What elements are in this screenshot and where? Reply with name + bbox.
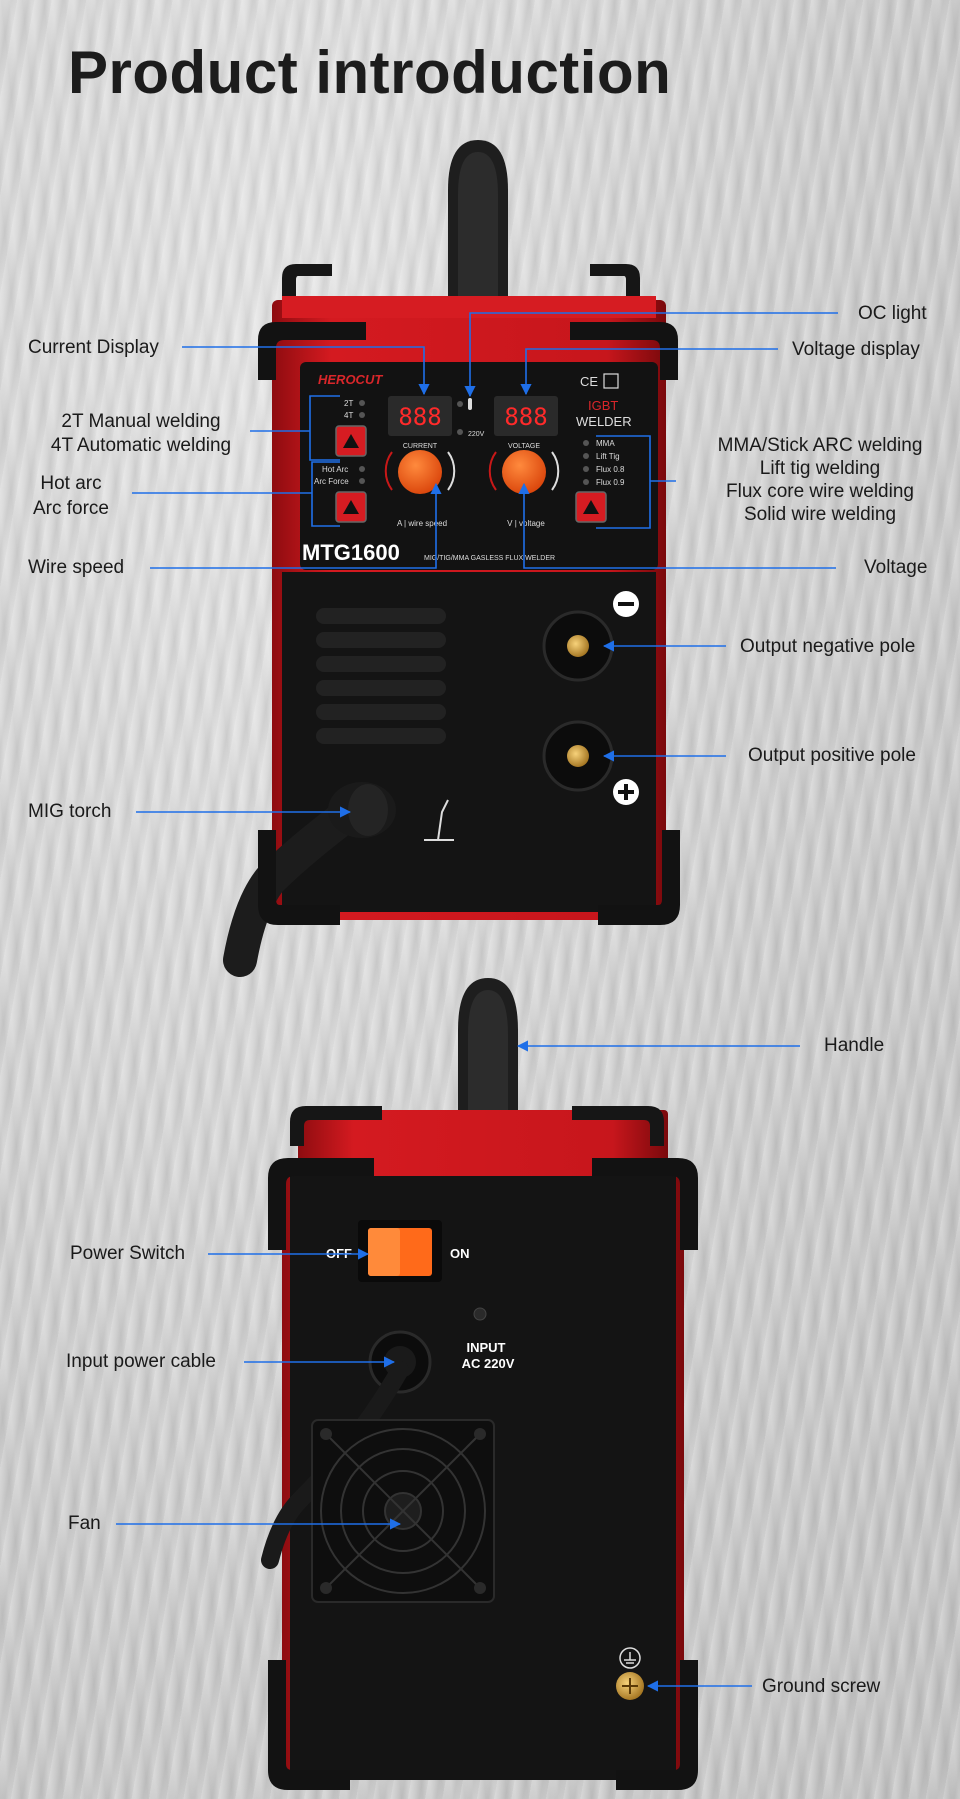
arc-force-led-label: Arc Force (314, 477, 349, 486)
torch-symbol-icon (424, 799, 454, 841)
label-voltage: Voltage (864, 557, 928, 578)
input-label: INPUT (467, 1340, 506, 1355)
ce-mark: CE (580, 374, 598, 389)
label-flux-core: Flux core wire welding (726, 481, 914, 502)
thermometer-icon (468, 398, 472, 410)
front-bottom-bumper (258, 830, 340, 925)
label-power-switch: Power Switch (70, 1243, 186, 1264)
front-corner-bumper (258, 322, 366, 380)
label-lift-tig: Lift tig welding (759, 458, 881, 479)
process-mode-flux-08: Flux 0.8 (596, 465, 625, 474)
current-scale-label: A | wire speed (397, 519, 447, 528)
label-mig-torch: MIG torch (28, 801, 112, 822)
indicator-220v: 220V (468, 431, 485, 438)
process-mode-lift-tig: Lift Tig (596, 452, 620, 461)
brand-logo: HEROCUT (318, 372, 383, 387)
process-mode-leds: MMA Lift Tig Flux 0.8 Flux 0.9 (583, 439, 625, 487)
label-fan: Fan (68, 1513, 101, 1534)
voltage-knob-label: VOLTAGE (508, 443, 540, 450)
label-ground-screw: Ground screw (762, 1676, 881, 1697)
label-output-negative: Output negative pole (740, 636, 916, 657)
label-current-display: Current Display (28, 337, 159, 358)
callout-oc-light (464, 312, 838, 398)
label-solid-wire: Solid wire welding (743, 504, 897, 525)
front-vents (316, 608, 446, 744)
process-mode-mma: MMA (596, 439, 615, 448)
callout-voltage-display (520, 348, 778, 396)
label-2t-manual: 2T Manual welding (61, 411, 221, 432)
hot-arc-led-label: Hot Arc (322, 465, 348, 474)
manual-icon (603, 373, 619, 389)
label-oc-light: OC light (858, 303, 927, 324)
current-knob-label: CURRENT (403, 443, 438, 450)
voltage-knob[interactable] (502, 450, 546, 494)
label-handle: Handle (824, 1035, 885, 1056)
current-display (388, 396, 452, 436)
label-input-power-cable: Input power cable (66, 1351, 216, 1372)
rear-corner-bumper (268, 1158, 374, 1250)
rear-bottom-bumper (268, 1660, 350, 1790)
switch-on-label: ON (450, 1246, 470, 1261)
page-title: Product introduction (68, 39, 672, 106)
label-4t-automatic: 4T Automatic welding (50, 435, 232, 456)
voltage-display-value: 888 (504, 403, 547, 431)
callout-current-display (182, 346, 430, 396)
callout-wire-speed (150, 482, 442, 569)
model-name: MTG1600 (302, 540, 400, 565)
fan (311, 1419, 495, 1603)
power-led (457, 429, 463, 435)
voltage-scale-label: V | voltage (507, 519, 545, 528)
label-hot-arc: Hot arc (40, 473, 102, 494)
current-display-value: 888 (398, 403, 441, 431)
oc-light-led (457, 401, 463, 407)
welder-label: WELDER (576, 414, 632, 429)
callout-lines (116, 312, 838, 1692)
mode-2t-label: 2T (344, 399, 353, 408)
front-view: HEROCUT CE IGBT WELDER 888 888 220V 2T 4… (223, 140, 680, 977)
label-voltage-display: Voltage display (792, 339, 920, 360)
rear-view: OFF ON INPUT AC 220V (261, 978, 698, 1790)
model-subtitle: MIG/TIG/MMA GASLESS FLUX WELDER (424, 555, 555, 562)
voltage-display (494, 396, 558, 436)
label-mma-stick: MMA/Stick ARC welding (717, 435, 923, 456)
callout-voltage (518, 482, 836, 569)
label-output-positive: Output positive pole (748, 745, 916, 766)
ground-symbol-icon (619, 1647, 641, 1669)
label-arc-force: Arc force (32, 498, 110, 519)
input-power-cable (261, 1361, 409, 1569)
mode-4t-label: 4T (344, 411, 353, 420)
igbt-label: IGBT (588, 398, 618, 413)
label-wire-speed: Wire speed (28, 557, 125, 578)
input-voltage-label: AC 220V (462, 1356, 515, 1371)
process-mode-flux-09: Flux 0.9 (596, 478, 625, 487)
